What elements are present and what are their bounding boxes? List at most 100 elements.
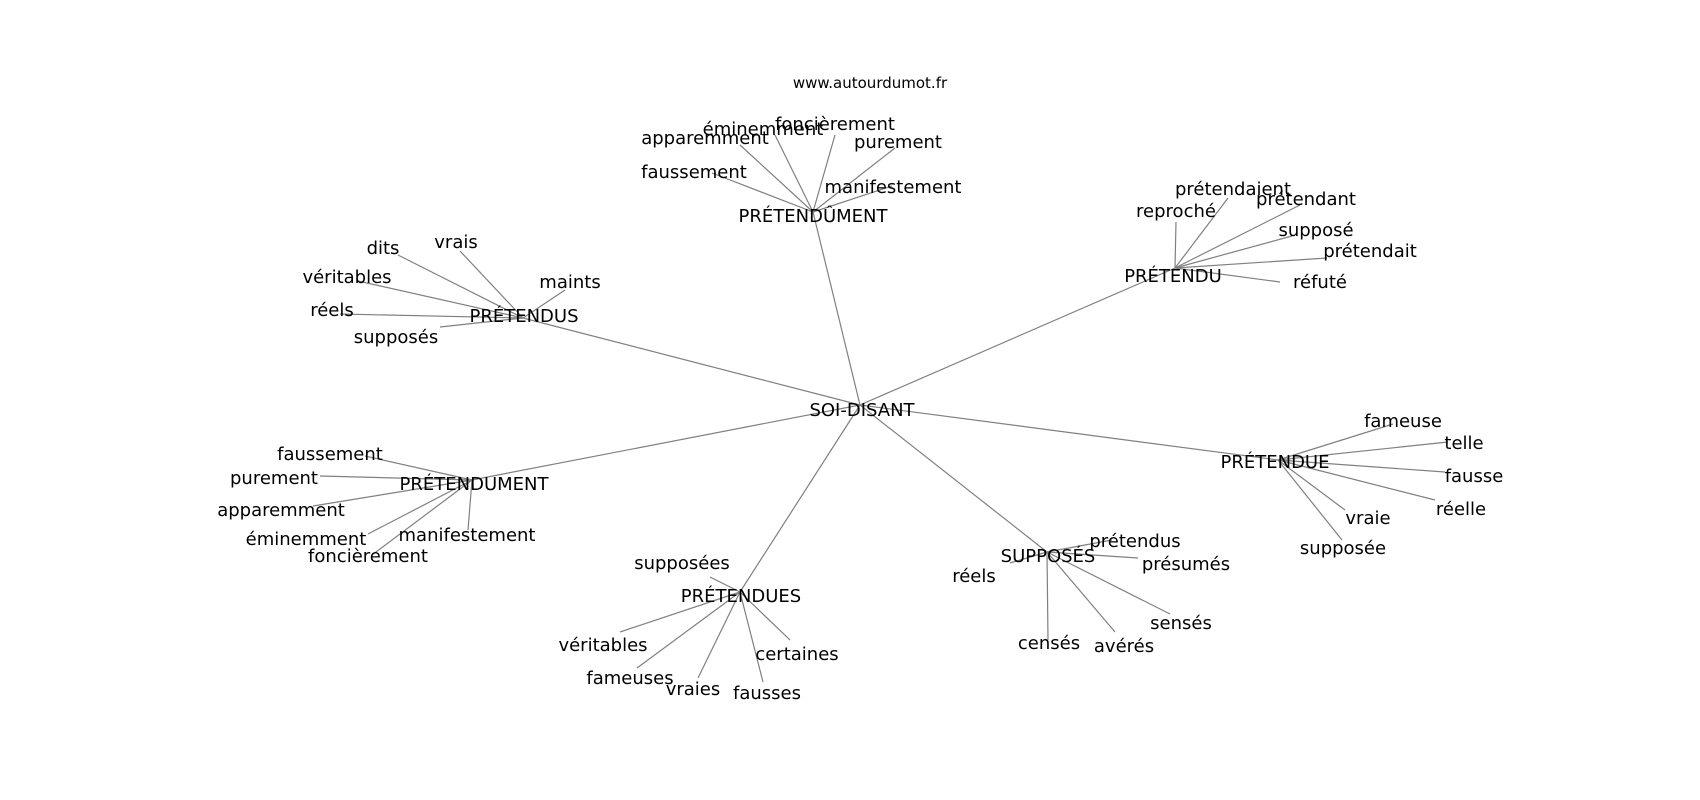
edge-cluster-3-word-4 (1277, 459, 1346, 511)
edge-root-cluster-3 (859, 404, 1279, 461)
word-node-6-2: certaines (755, 644, 838, 665)
edge-root-cluster-6 (739, 404, 861, 593)
word-node-0-1: éminemment (703, 119, 824, 140)
word-node-2-5: supposés (354, 327, 438, 348)
word-node-3-0: fameuse (1364, 411, 1442, 432)
edge-cluster-6-word-4 (697, 591, 741, 679)
word-node-6-1: véritables (558, 635, 647, 656)
word-node-3-4: vraie (1345, 508, 1390, 529)
word-node-2-1: vrais (434, 232, 477, 253)
edge-cluster-1-word-0 (1174, 197, 1229, 269)
edge-layer (312, 134, 1449, 683)
word-node-6-4: vraies (666, 679, 721, 700)
edge-cluster-5-word-0 (1046, 539, 1113, 553)
edge-cluster-0-word-2 (812, 134, 836, 213)
edge-cluster-4-word-1 (319, 475, 473, 481)
edge-cluster-0-word-4 (711, 172, 814, 213)
edge-cluster-2-word-0 (397, 254, 524, 319)
word-node-2-0: dits (367, 238, 400, 259)
edge-cluster-6-word-2 (739, 591, 791, 641)
cluster-node-3: PRÉTENDUE (1221, 451, 1330, 473)
edge-cluster-4-word-0 (364, 455, 473, 481)
word-node-3-3: réelle (1436, 499, 1486, 520)
edge-cluster-2-word-5 (439, 317, 524, 328)
edge-cluster-2-word-3 (522, 289, 566, 319)
edge-cluster-3-word-3 (1277, 459, 1436, 501)
edge-cluster-0-word-0 (739, 144, 814, 213)
word-node-4-3: éminemment (246, 529, 367, 550)
edge-cluster-3-word-1 (1277, 441, 1449, 461)
word-node-3-2: fausse (1445, 466, 1504, 487)
edge-cluster-0-word-1 (774, 134, 814, 213)
word-node-1-3: supposé (1278, 220, 1353, 241)
edge-cluster-1-word-2 (1174, 204, 1301, 269)
cluster-node-6: PRÉTENDUES (681, 585, 801, 607)
word-node-0-3: purement (854, 132, 942, 153)
edge-root-cluster-1 (859, 267, 1176, 406)
edge-cluster-6-word-5 (739, 591, 764, 683)
word-node-0-2: foncièrement (775, 114, 895, 135)
word-node-3-5: supposée (1300, 538, 1386, 559)
edge-root-cluster-4 (471, 404, 861, 481)
cluster-node-5: SUPPOSÉS (1001, 545, 1096, 567)
edge-cluster-5-word-4 (1046, 551, 1049, 641)
word-node-2-4: réels (310, 300, 354, 321)
edge-cluster-4-word-5 (371, 479, 473, 556)
edge-cluster-2-word-2 (357, 280, 524, 319)
cluster-node-4: PRÉTENDUMENT (400, 473, 550, 495)
word-node-5-5: avérés (1094, 636, 1154, 657)
word-node-2-3: maints (539, 272, 600, 293)
edge-cluster-1-word-1 (1174, 221, 1177, 269)
word-node-5-1: réels (952, 566, 996, 587)
word-node-6-0: supposées (634, 553, 730, 574)
edge-root-cluster-2 (522, 317, 861, 406)
edge-root-cluster-0 (812, 211, 861, 406)
word-node-4-5: foncièrement (308, 546, 428, 567)
edge-cluster-2-word-4 (339, 313, 524, 319)
word-node-6-3: fameuses (586, 668, 673, 689)
word-node-1-5: réfuté (1293, 272, 1347, 293)
word-node-6-5: fausses (733, 683, 801, 704)
cluster-node-2: PRÉTENDUS (469, 305, 578, 327)
word-node-5-0: prétendus (1089, 531, 1180, 552)
edge-cluster-6-word-3 (636, 591, 741, 669)
edge-cluster-1-word-4 (1174, 257, 1328, 269)
edge-root-cluster-5 (859, 404, 1048, 553)
edge-cluster-4-word-4 (467, 479, 473, 531)
word-node-5-4: censés (1018, 633, 1080, 654)
word-node-1-2: prétendant (1256, 189, 1356, 210)
edge-cluster-3-word-5 (1277, 459, 1343, 541)
label-layer: www.autourdumot.fr SOI-DISANT PRÉTENDÛME… (217, 74, 1503, 704)
edge-cluster-5-word-3 (1046, 551, 1171, 615)
edge-cluster-4-word-2 (312, 479, 473, 507)
word-node-1-1: reproché (1136, 201, 1216, 222)
word-node-1-4: prétendait (1323, 241, 1417, 262)
edge-cluster-5-word-1 (1009, 551, 1048, 564)
word-node-4-0: faussement (277, 444, 383, 465)
word-node-4-4: manifestement (399, 525, 536, 546)
edge-cluster-5-word-2 (1046, 551, 1139, 559)
cluster-node-1: PRÉTENDU (1124, 265, 1222, 287)
edge-cluster-6-word-1 (619, 591, 741, 633)
word-node-0-5: manifestement (825, 177, 962, 198)
edge-cluster-6-word-0 (709, 576, 741, 593)
word-node-0-4: faussement (641, 162, 747, 183)
edge-cluster-0-word-5 (812, 185, 893, 213)
root-node: SOI-DISANT (809, 400, 915, 421)
edge-cluster-5-word-5 (1046, 551, 1116, 633)
edge-cluster-2-word-1 (459, 250, 524, 319)
word-node-4-1: purement (230, 468, 318, 489)
word-node-3-1: telle (1444, 433, 1483, 454)
word-node-2-2: véritables (302, 267, 391, 288)
edge-cluster-4-word-3 (367, 479, 473, 535)
edge-cluster-0-word-3 (812, 147, 896, 213)
edge-cluster-1-word-5 (1174, 267, 1281, 283)
word-node-1-0: prétendaient (1175, 179, 1291, 200)
edge-cluster-1-word-3 (1174, 235, 1293, 269)
edge-cluster-3-word-2 (1277, 459, 1446, 473)
source-label: www.autourdumot.fr (793, 74, 948, 92)
word-node-0-0: apparemment (641, 128, 769, 149)
edge-cluster-3-word-0 (1277, 423, 1394, 461)
cluster-node-0: PRÉTENDÛMENT (739, 205, 889, 227)
